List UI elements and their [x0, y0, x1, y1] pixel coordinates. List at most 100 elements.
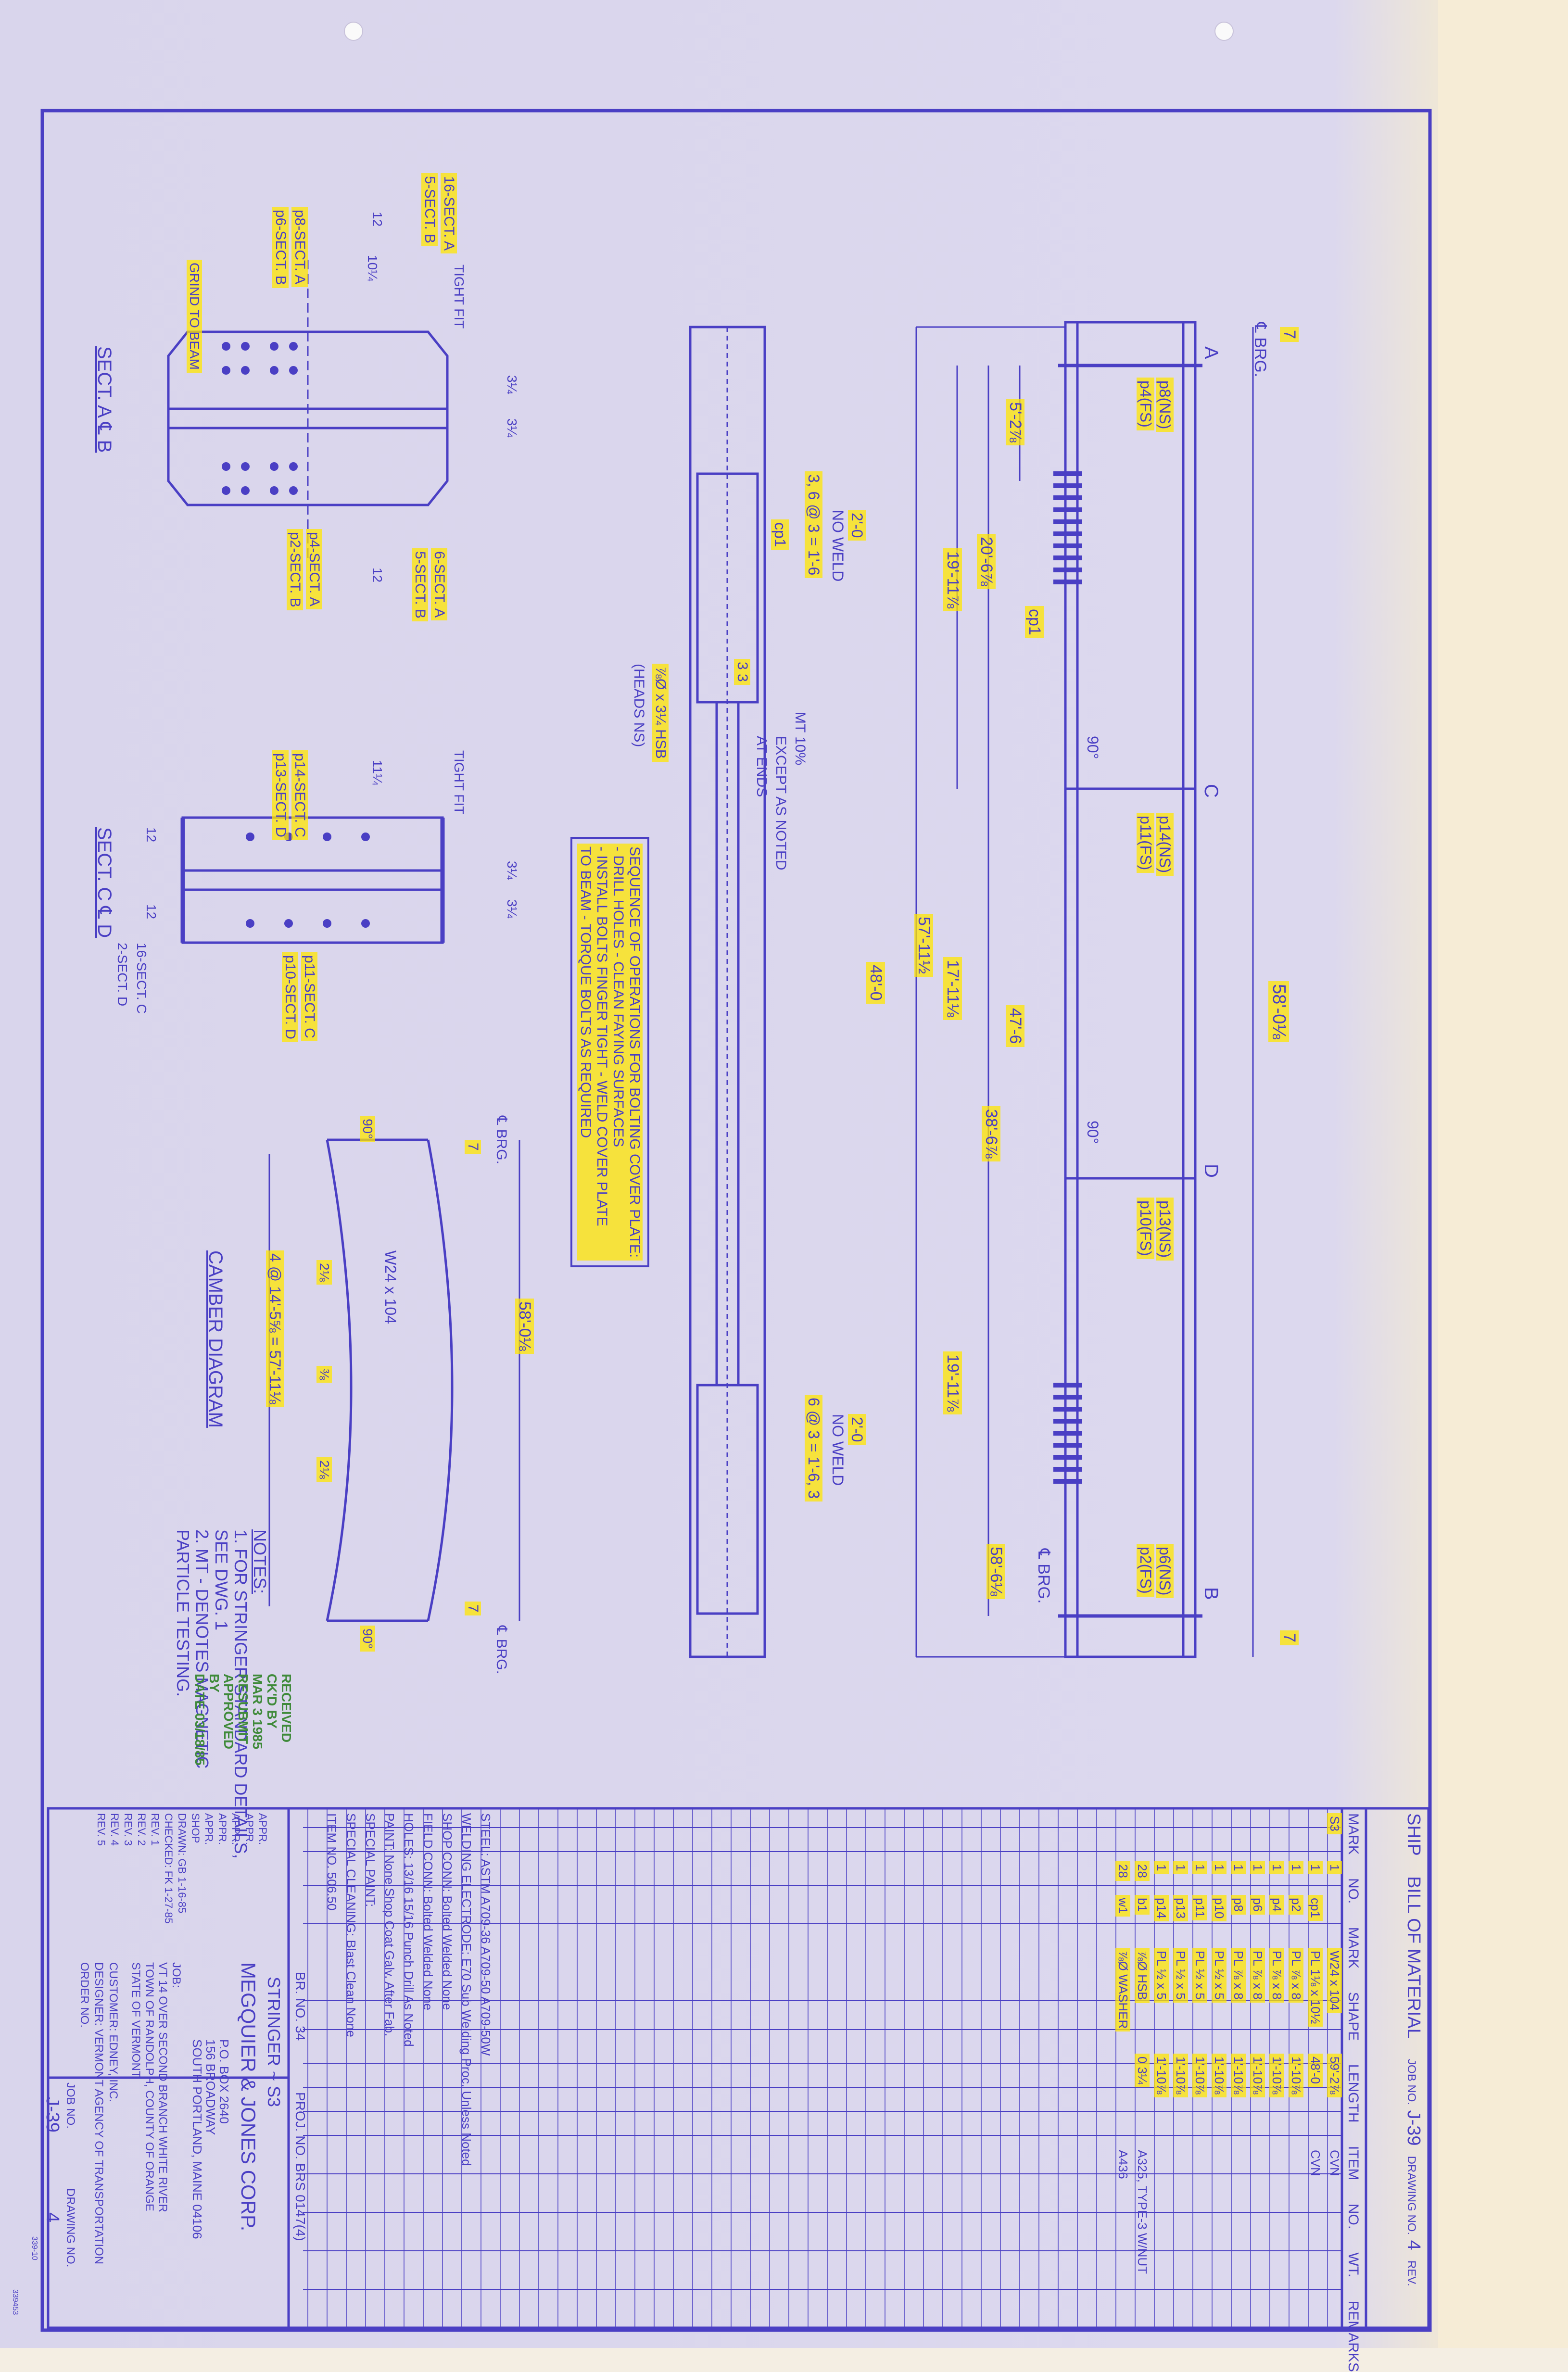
- plate-label-p4: p4(FS): [1137, 378, 1154, 430]
- section-cd-label-1: p14-SECT. C: [291, 750, 308, 841]
- bom-cell: PL ½ x 5: [1212, 1948, 1227, 2003]
- camber-ordinate-2: 2⅛: [316, 1457, 332, 1482]
- bom-bottom-job: J-39: [42, 2097, 63, 2132]
- dim-57-11: 57'-11½: [914, 914, 933, 977]
- dim-19-11-right: 19'-11⅞: [943, 1351, 962, 1415]
- bom-cell: PL ⅞ x 8: [1231, 1948, 1246, 2003]
- camber-angle-2: 90°: [360, 1626, 375, 1652]
- punch-hole-right: [1214, 22, 1234, 41]
- section-ab-label-4: p6-SECT. B: [272, 207, 289, 288]
- bom-cell: PL 1⅛ x 10½: [1308, 1948, 1323, 2027]
- bom-cell: CVN: [1328, 2150, 1342, 2176]
- bom-cell: 1: [1173, 1861, 1188, 1874]
- bom-cell: A325, TYPE-3 W/NUT: [1135, 2150, 1150, 2274]
- bom-checked: CHECKED: FK 1-27-85: [163, 1813, 175, 1924]
- bom-special-cleaning: SPECIAL CLEANING: Blast Clean None: [344, 1813, 358, 2037]
- dim-5-2: 5'-2⅞: [1006, 399, 1024, 445]
- camber-end-7-b: 7: [465, 1602, 481, 1615]
- bom-cell: 1'-10⅞: [1173, 2054, 1188, 2097]
- bom-cell: ⅞Ø WASHER: [1115, 1948, 1130, 2032]
- bom-cell: 1: [1212, 1861, 1227, 1874]
- plate-label-p13: p13(NS): [1156, 1198, 1174, 1261]
- bom-rev-1: REV. 1: [149, 1813, 161, 1846]
- bom-dwg-no-label: DRAWING NO.: [1405, 2156, 1418, 2235]
- section-a-marker: A: [1201, 346, 1222, 359]
- dim-3-b: 3¼: [505, 899, 519, 918]
- bom-cell: CVN: [1308, 2150, 1323, 2176]
- camber-end-7-a: 7: [465, 1140, 481, 1154]
- bom-header-mark-no: MARK NO.: [1345, 1813, 1361, 1904]
- section-ab-label-7: 6-SECT. A: [431, 548, 447, 621]
- camber-angle-1: 90°: [360, 1116, 375, 1142]
- bom-header-remarks: REMARKS: [1345, 2300, 1361, 2372]
- bom-title-row: SHIP BILL OF MATERIAL JOB NO. J-39 DRAWI…: [1403, 1813, 1424, 2286]
- bom-drawn: DRAWN: GB 1-16-85: [176, 1813, 188, 1914]
- bom-rev-2: REV. 2: [136, 1813, 148, 1846]
- bom-cell: PL ½ x 5: [1154, 1948, 1169, 2003]
- right-brg-label: ℄ BRG.: [1035, 1549, 1053, 1604]
- tight-fit-label: TIGHT FIT: [452, 265, 467, 329]
- section-ab-label-6: p2-SECT. B: [287, 529, 303, 610]
- plate-label-p6: p6(NS): [1156, 1544, 1174, 1599]
- dim-12-b: 12: [370, 568, 385, 583]
- heads-label: (HEADS NS): [631, 664, 647, 747]
- dim-58-6: 58'-6⅛: [986, 1544, 1005, 1599]
- stamp-checked: CK'D BY: [265, 1674, 279, 1729]
- dim-12-a: 12: [144, 827, 159, 843]
- note-2b: PARTICLE TESTING.: [173, 1529, 193, 1697]
- bolt-spacing-left: 3, 6 @ 3 = 1'-6: [805, 471, 822, 579]
- section-ab-label-1: 16-SECT. A: [441, 173, 457, 254]
- dim-3-a: 3¼: [505, 861, 519, 880]
- bom-header-wt: WT.: [1345, 2252, 1361, 2278]
- bom-header-shape: SHAPE: [1345, 1992, 1361, 2041]
- bom-cell: 28: [1115, 1861, 1130, 1881]
- bom-cell: 1'-10⅞: [1231, 2054, 1246, 2097]
- bom-specs: STEEL: ASTM A709-36 A709-50 A709-50W WEL…: [322, 1813, 495, 2166]
- bolt-gage-label: 3 3: [734, 659, 750, 685]
- bom-bottom-dwg: 4: [42, 2212, 63, 2223]
- bom-cell: 1'-10⅞: [1289, 2054, 1303, 2097]
- plate-label-p8: p8(NS): [1156, 378, 1174, 432]
- bom-cell: 59'-2⅞: [1327, 2054, 1342, 2097]
- section-ab-label-8: 5-SECT. B: [412, 548, 428, 622]
- bom-cell: 1: [1231, 1861, 1246, 1874]
- bom-addr-3: SOUTH PORTLAND, MAINE 04106: [190, 2039, 204, 2239]
- dim-19-11-left: 19'-11⅞: [943, 548, 962, 612]
- dim-overall: 58'-0⅛: [1268, 981, 1289, 1043]
- section-cd-label-3: p11-SECT. C: [301, 952, 317, 1041]
- dim-3-b: 3¼: [505, 418, 519, 437]
- bom-header-row: MARK NO. MARK SHAPE LENGTH ITEM NO. WT. …: [1345, 1813, 1361, 2372]
- bom-welding: WELDING ELECTRODE: E70 Sub Welding Proc.…: [459, 1813, 474, 2166]
- tight-fit-label: TIGHT FIT: [452, 750, 467, 815]
- section-b-marker: B: [1201, 1587, 1222, 1600]
- bom-stringer: STRINGER ~ S3: [264, 1977, 284, 2107]
- dim-12-b: 12: [144, 904, 159, 920]
- plate-label-p11: p11(FS): [1137, 813, 1154, 873]
- bom-cell: b1: [1135, 1895, 1150, 1915]
- bom-job-label: JOB:: [170, 1962, 183, 1988]
- bom-drawing-no-2: DRAWING NO.: [64, 2188, 77, 2268]
- section-cd-title: SECT. C ℄ D: [94, 827, 115, 938]
- bom-cell: PL ⅞ x 8: [1289, 1948, 1303, 2003]
- bom-rev-5: REV. 5: [95, 1813, 107, 1846]
- bom-rev-4: REV. 4: [109, 1813, 121, 1846]
- dim-47-6: 47'-6: [1006, 1005, 1024, 1047]
- dim-17-11: 17'-11⅛: [943, 957, 962, 1021]
- sequence-step-3: TO BEAM - TORQUE BOLTS AS REQUIRED: [577, 844, 594, 1261]
- bom-job-2: TOWN OF RANDOLPH, COUNTY OF ORANGE: [143, 1962, 156, 2211]
- dim-3-a: 3¼: [505, 375, 519, 394]
- bom-approvals: APPR. APPR. APPR. APPR. APPR. SHOP DRAWN…: [94, 1813, 269, 1924]
- bom-special-paint: SPECIAL PAINT:: [363, 1813, 378, 1907]
- bom-cell: 1: [1308, 1861, 1323, 1874]
- bom-customer: CUSTOMER: EDNEY, INC.: [107, 1962, 120, 2103]
- plate-label-p10: p10(FS): [1137, 1198, 1154, 1259]
- mt-label: MT 10%: [792, 712, 808, 766]
- no-weld-right: NO WELD: [829, 1414, 847, 1486]
- grind-label: GRIND TO BEAM: [187, 260, 202, 373]
- dim-12: 12: [370, 212, 385, 227]
- bom-addr-1: P.O. BOX 2640: [217, 2039, 231, 2124]
- dim-20-6: 20'-6⅞: [977, 534, 996, 589]
- camber-brg-left: ℄ BRG.: [493, 1116, 509, 1164]
- bolt-spacing-right: 6 @ 3 = 1'-6, 3: [805, 1395, 822, 1502]
- bom-cell: 1'-10⅞: [1192, 2054, 1207, 2097]
